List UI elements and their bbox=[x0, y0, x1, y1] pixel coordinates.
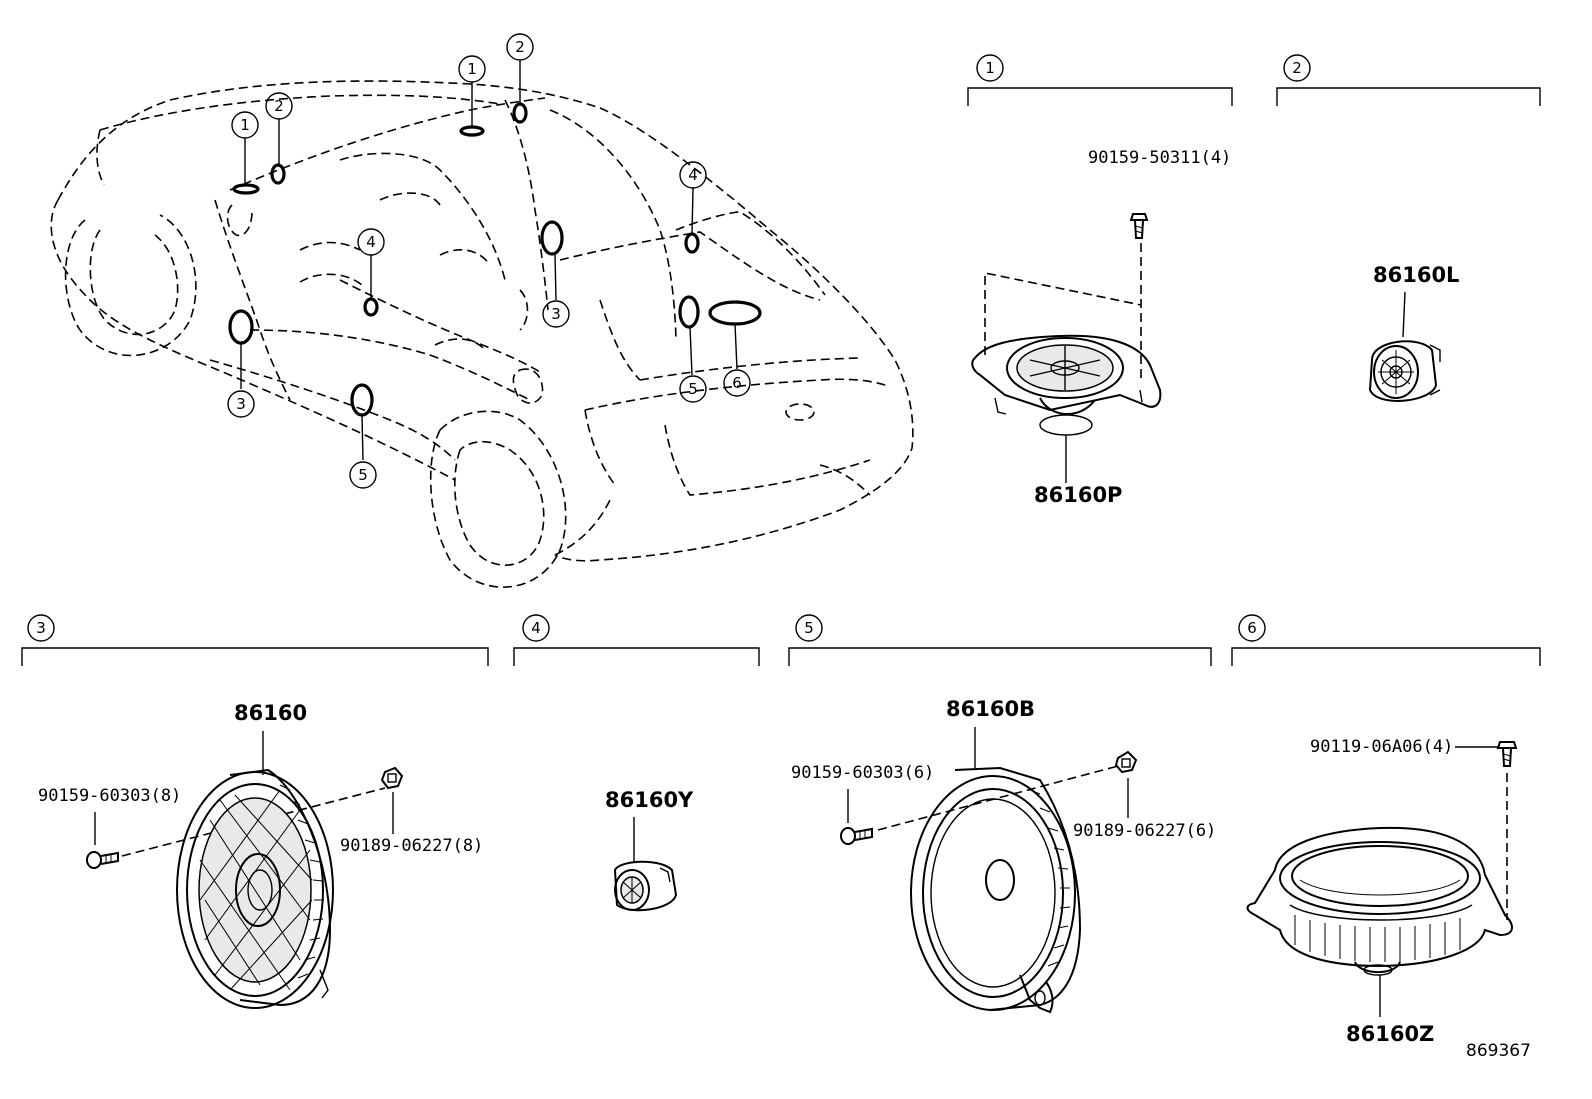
section-2-parts: 86160L bbox=[1368, 263, 1459, 402]
section-number: 4 bbox=[531, 619, 541, 637]
section-1-parts: 90159-50311(4) 86160P bbox=[971, 148, 1231, 507]
callout-number: 1 bbox=[467, 60, 477, 78]
diagram-reference-id: 869367 bbox=[1466, 1041, 1531, 1061]
section-1-header[interactable]: 1 bbox=[967, 54, 1233, 106]
fastener-code[interactable]: 90189-06227(8) bbox=[340, 836, 483, 856]
section-5-parts: 86160B 90159-60303(6) 90189-06227(6) bbox=[791, 697, 1216, 1014]
car-callout[interactable]: 1 bbox=[458, 55, 486, 83]
part-number[interactable]: 86160 bbox=[234, 701, 307, 725]
car-callout[interactable]: 5 bbox=[679, 375, 707, 403]
car-callout[interactable]: 4 bbox=[679, 161, 707, 189]
speaker-grille-pattern bbox=[199, 789, 313, 991]
callout-number: 5 bbox=[688, 380, 698, 398]
speaker-86160p-icon[interactable] bbox=[971, 334, 1162, 436]
car-speaker-locations bbox=[228, 102, 762, 417]
section-2-header[interactable]: 2 bbox=[1276, 54, 1541, 106]
car-callouts: 1 2 1 2 4 4 3 3 5 5 6 bbox=[227, 33, 751, 489]
section-number: 6 bbox=[1247, 619, 1257, 637]
bolt-icon bbox=[840, 827, 873, 845]
callout-number: 4 bbox=[688, 166, 698, 184]
section-4-parts: 86160Y bbox=[605, 788, 694, 912]
callout-number: 4 bbox=[366, 233, 376, 251]
section-number: 1 bbox=[985, 59, 995, 77]
car-outline bbox=[50, 80, 914, 588]
fastener-code[interactable]: 90159-60303(6) bbox=[791, 763, 934, 783]
car-callout[interactable]: 6 bbox=[723, 369, 751, 397]
part-number[interactable]: 86160B bbox=[946, 697, 1035, 721]
tweeter-86160l-icon[interactable] bbox=[1368, 340, 1441, 402]
screw-icon bbox=[1496, 741, 1518, 767]
screw-icon bbox=[1129, 213, 1149, 239]
car-callout[interactable]: 4 bbox=[357, 228, 385, 256]
section-number: 2 bbox=[1292, 59, 1302, 77]
callout-number: 6 bbox=[732, 374, 742, 392]
section-number: 3 bbox=[36, 619, 46, 637]
part-number[interactable]: 86160P bbox=[1034, 483, 1122, 507]
part-number[interactable]: 86160L bbox=[1373, 263, 1459, 287]
callout-number: 2 bbox=[515, 38, 525, 56]
car-callout[interactable]: 2 bbox=[506, 33, 534, 61]
section-3-parts: 86160 90159-60303(8) 90189-06227(8) bbox=[38, 701, 483, 1009]
tweeter-86160y-icon[interactable] bbox=[613, 860, 678, 912]
section-number: 5 bbox=[804, 619, 814, 637]
car-callout[interactable]: 5 bbox=[349, 461, 377, 489]
fastener-code[interactable]: 90159-60303(8) bbox=[38, 786, 181, 806]
speaker-86160-icon[interactable] bbox=[176, 768, 334, 1009]
car-callout[interactable]: 3 bbox=[542, 300, 570, 328]
callout-number: 3 bbox=[236, 395, 246, 413]
fastener-code[interactable]: 90119-06A06(4) bbox=[1310, 737, 1453, 757]
section-4-header[interactable]: 4 bbox=[513, 614, 760, 666]
callout-leaders bbox=[240, 60, 738, 461]
section-headers: 1 2 3 4 5 6 bbox=[21, 54, 1541, 666]
fastener-code[interactable]: 90159-50311(4) bbox=[1088, 148, 1231, 168]
fastener-code[interactable]: 90189-06227(6) bbox=[1073, 821, 1216, 841]
part-number[interactable]: 86160Y bbox=[605, 788, 694, 812]
callout-number: 5 bbox=[358, 466, 368, 484]
section-3-header[interactable]: 3 bbox=[21, 614, 489, 666]
speaker-86160b-icon[interactable] bbox=[910, 766, 1082, 1014]
callout-number: 2 bbox=[274, 97, 284, 115]
clip-nut-icon bbox=[1114, 750, 1138, 774]
clip-nut-icon bbox=[380, 766, 404, 790]
speaker-86160z-icon[interactable] bbox=[1246, 826, 1513, 976]
callout-number: 3 bbox=[551, 305, 561, 323]
car-callout[interactable]: 3 bbox=[227, 390, 255, 418]
section-6-parts: 90119-06A06(4) 86160Z bbox=[1246, 737, 1518, 1046]
section-5-header[interactable]: 5 bbox=[788, 614, 1212, 666]
section-6-header[interactable]: 6 bbox=[1231, 614, 1541, 666]
part-number[interactable]: 86160Z bbox=[1346, 1022, 1434, 1046]
car-callout[interactable]: 2 bbox=[265, 92, 293, 120]
car-callout[interactable]: 1 bbox=[231, 111, 259, 139]
bolt-icon bbox=[86, 851, 119, 869]
callout-number: 1 bbox=[240, 116, 250, 134]
